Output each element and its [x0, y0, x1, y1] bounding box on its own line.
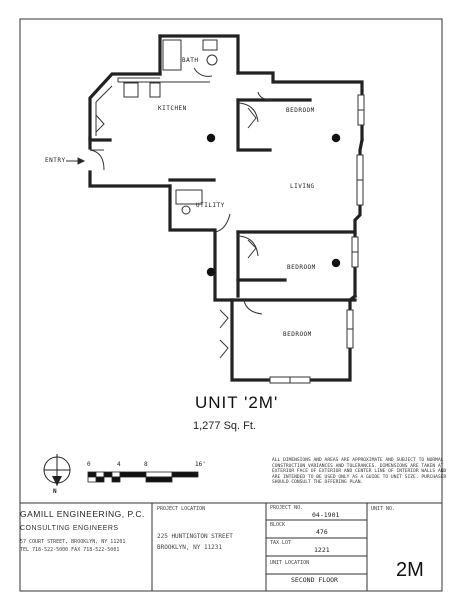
unit-number-value: 2M [396, 559, 424, 581]
plan-notes: ALL DIMENSIONS AND AREAS ARE APPROXIMATE… [272, 458, 447, 486]
plan-columns [206, 133, 341, 277]
firm-address-line-2: TEL 718-522-5000 FAX 718-522-5001 [20, 547, 120, 553]
room-label-bedroom-mid: BEDROOM [287, 264, 316, 271]
project-address-line-2: BROOKLYN, NY 11231 [157, 544, 223, 551]
unit-location-value: SECOND FLOOR [291, 576, 338, 584]
block-label: BLOCK [270, 522, 286, 528]
room-label-bedroom-bottom: BEDROOM [283, 331, 312, 338]
sheet-border [19, 18, 443, 592]
plan-details [66, 39, 365, 384]
tax-lot-value: 1221 [314, 546, 330, 554]
scale-label-8: 8 [144, 461, 148, 468]
scale-label-16: 16' [195, 461, 206, 468]
block-value: 476 [316, 528, 328, 536]
scale-label-0: 0 [87, 461, 91, 468]
north-arrow-head [52, 476, 62, 486]
room-label-living: LIVING [290, 183, 315, 190]
project-address-line-1: 225 HUNTINGTON STREET [157, 533, 233, 540]
title-block-lines [20, 502, 442, 591]
room-label-kitchen: KITCHEN [158, 105, 187, 112]
firm-subtitle: CONSULTING ENGINEERS [20, 525, 119, 532]
unit-title: UNIT '2M' [195, 393, 279, 412]
unit-location-label: UNIT LOCATION [270, 560, 310, 566]
room-label-bedroom-top: BEDROOM [286, 107, 315, 114]
room-label-utility: UTILITY [196, 202, 225, 209]
firm-name: GAMILL ENGINEERING, P.C. [20, 509, 145, 519]
unit-area: 1,277 Sq. Ft. [193, 420, 256, 432]
room-label-bath: BATH [182, 57, 199, 64]
scale-bar [87, 471, 199, 483]
project-number-label: PROJECT NO. [270, 505, 304, 511]
firm-address-line-1: 57 COURT STREET, BROOKLYN, NY 11201 [20, 539, 126, 545]
project-number-value: 04-1901 [312, 511, 340, 519]
tax-lot-label: TAX LOT [270, 540, 292, 546]
project-location-label: PROJECT LOCATION [157, 506, 206, 512]
scale-label-4: 4 [117, 461, 121, 468]
plan-walls [88, 34, 364, 382]
entry-label: ENTRY [45, 157, 66, 164]
north-label: N [53, 488, 57, 495]
unit-number-label: UNIT NO. [371, 506, 396, 512]
